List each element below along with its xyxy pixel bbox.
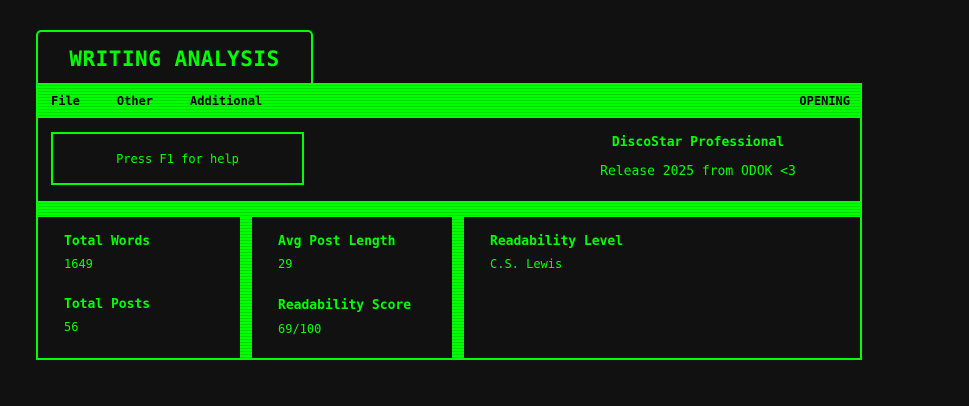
stats-column-3: Readability Level C.S. Lewis bbox=[464, 217, 860, 358]
divider-bar bbox=[38, 201, 860, 217]
window-title-tab: WRITING ANALYSIS bbox=[36, 30, 313, 85]
total-posts-value: 56 bbox=[64, 320, 79, 334]
stats-column-2: Avg Post Length 29 Readability Score 69/… bbox=[252, 217, 452, 358]
column-separator bbox=[452, 217, 464, 358]
menu-bar: File Other Additional OPENING bbox=[38, 83, 860, 118]
help-box: Press F1 for help bbox=[51, 132, 304, 185]
brand-info: DiscoStar Professional Release 2025 from… bbox=[578, 135, 818, 179]
release-text: Release 2025 from ODOK <3 bbox=[600, 164, 796, 179]
total-words-label: Total Words bbox=[64, 234, 151, 249]
total-words-value: 1649 bbox=[64, 257, 93, 271]
status-text: OPENING bbox=[799, 93, 850, 108]
main-window: File Other Additional OPENING Press F1 f… bbox=[36, 83, 862, 360]
readability-score-value: 69/100 bbox=[278, 322, 322, 336]
help-text: Press F1 for help bbox=[116, 151, 239, 166]
menu-additional[interactable]: Additional bbox=[190, 93, 263, 108]
column-separator bbox=[240, 217, 252, 358]
stats-column-1: Total Words 1649 Total Posts 56 bbox=[38, 217, 238, 358]
readability-level-label: Readability Level bbox=[490, 234, 624, 249]
menu-file[interactable]: File bbox=[51, 93, 80, 108]
avg-post-length-label: Avg Post Length bbox=[278, 234, 396, 249]
brand-name: DiscoStar Professional bbox=[611, 135, 785, 150]
avg-post-length-value: 29 bbox=[278, 257, 293, 271]
total-posts-label: Total Posts bbox=[64, 297, 151, 312]
menu-other[interactable]: Other bbox=[116, 93, 154, 108]
app-title: WRITING ANALYSIS bbox=[69, 46, 280, 71]
readability-score-label: Readability Score bbox=[278, 298, 412, 313]
readability-level-value: C.S. Lewis bbox=[490, 257, 563, 271]
